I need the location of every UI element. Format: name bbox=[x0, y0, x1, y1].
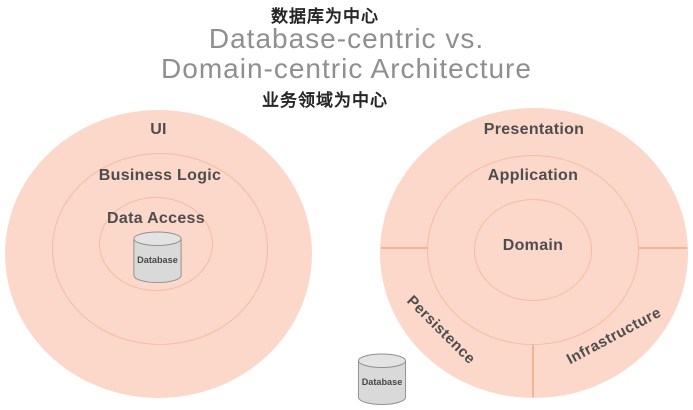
data-access-layer-label: Data Access bbox=[107, 210, 205, 227]
left-diagram-inner-ring bbox=[99, 197, 213, 291]
business-logic-layer-label: Business Logic bbox=[98, 167, 222, 184]
page-title-line2: Domain-centric Architecture bbox=[161, 53, 532, 84]
domain-layer-label: Domain bbox=[502, 237, 564, 254]
right-diagram-inner-ring bbox=[474, 199, 592, 301]
external-database-label: Database bbox=[362, 377, 403, 387]
segment-divider-left bbox=[381, 247, 428, 249]
database-cylinder-icon: Database bbox=[133, 231, 182, 284]
page-title-line1: Database-centric vs. bbox=[208, 23, 485, 54]
annotation-domain-centric-zh: 业务领域为中心 bbox=[262, 91, 388, 110]
external-database-cylinder-icon: Database bbox=[357, 353, 407, 405]
presentation-layer-label: Presentation bbox=[483, 121, 585, 138]
right-diagram-middle-ring bbox=[427, 155, 639, 345]
segment-divider-bottom bbox=[532, 345, 534, 397]
page-title: Database-centric vs. Domain-centric Arch… bbox=[0, 24, 693, 84]
left-diagram-middle-ring bbox=[52, 153, 268, 345]
ui-layer-label: UI bbox=[150, 121, 167, 138]
database-label: Database bbox=[137, 255, 178, 265]
annotation-database-centric-zh: 数据库为中心 bbox=[271, 7, 379, 26]
segment-divider-right bbox=[639, 247, 687, 249]
application-layer-label: Application bbox=[487, 167, 579, 184]
